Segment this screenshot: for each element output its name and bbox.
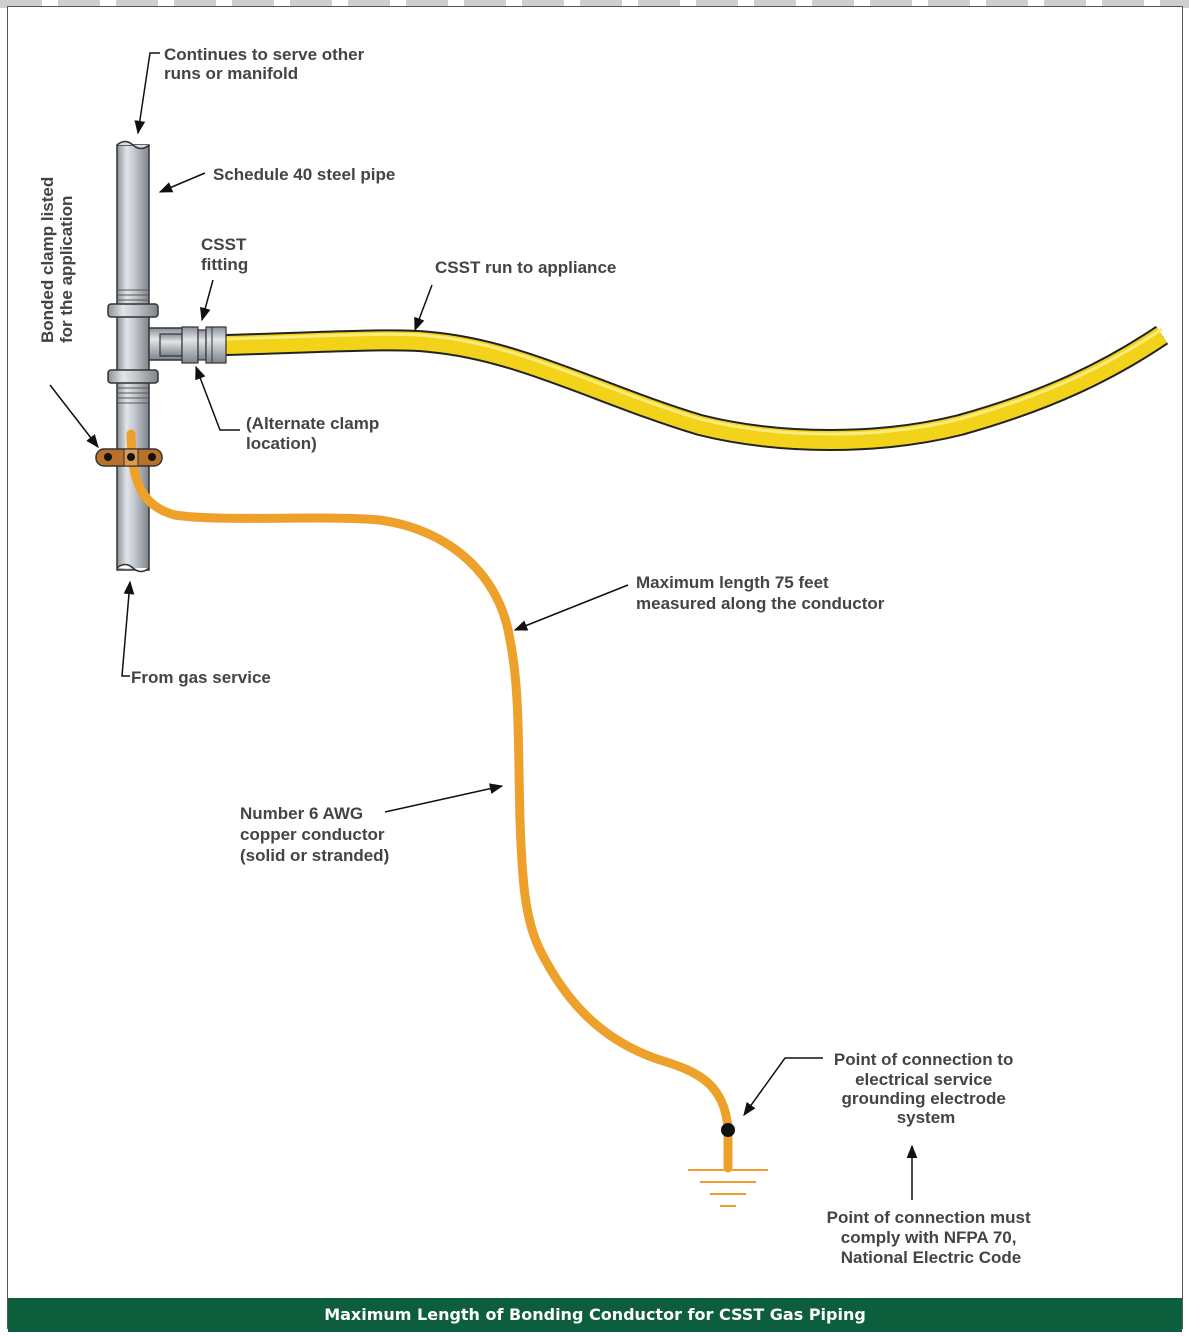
leader-alternate-clamp [195,365,240,431]
top-dashed-border [0,0,1189,8]
diagram-frame [7,6,1183,1329]
leader-steel-pipe [158,172,206,193]
label-alternate-clamp: (Alternate clamp location) [246,414,384,453]
leader-bonded-clamp [49,384,99,449]
leader-continues [134,52,160,135]
bonded-clamp [95,448,163,467]
connection-point [721,1123,735,1137]
label-csst-fitting: CSST fitting [201,235,251,274]
label-continues: Continues to serve other runs or manifol… [164,45,369,83]
leader-conductor [384,783,504,813]
label-steel-pipe: Schedule 40 steel pipe [213,165,395,184]
leader-csst-run [414,284,433,332]
label-bonded-clamp: Bonded clamp listed for the application [38,172,76,343]
copper-conductor [126,429,733,1173]
leader-csst-fitting [200,279,214,322]
label-max-length: Maximum length 75 feet measured along th… [636,573,885,613]
csst-run-highlight [224,327,1163,436]
label-conductor: Number 6 AWG copper conductor (solid or … [240,804,389,865]
leader-from-gas [121,580,135,677]
leader-max-length [513,584,629,631]
label-from-gas: From gas service [131,668,271,687]
label-csst-run: CSST run to appliance [435,258,616,277]
leader-point-connection [743,1057,823,1117]
label-point-connection: Point of connection to electrical servic… [834,1050,1018,1127]
csst-run-fill [224,327,1168,449]
label-point-must: Point of connection must comply with NFP… [827,1208,1036,1267]
csst-fitting-shape [159,326,227,364]
ground-symbol [688,1169,768,1207]
figure-caption: Maximum Length of Bonding Conductor for … [8,1298,1182,1332]
